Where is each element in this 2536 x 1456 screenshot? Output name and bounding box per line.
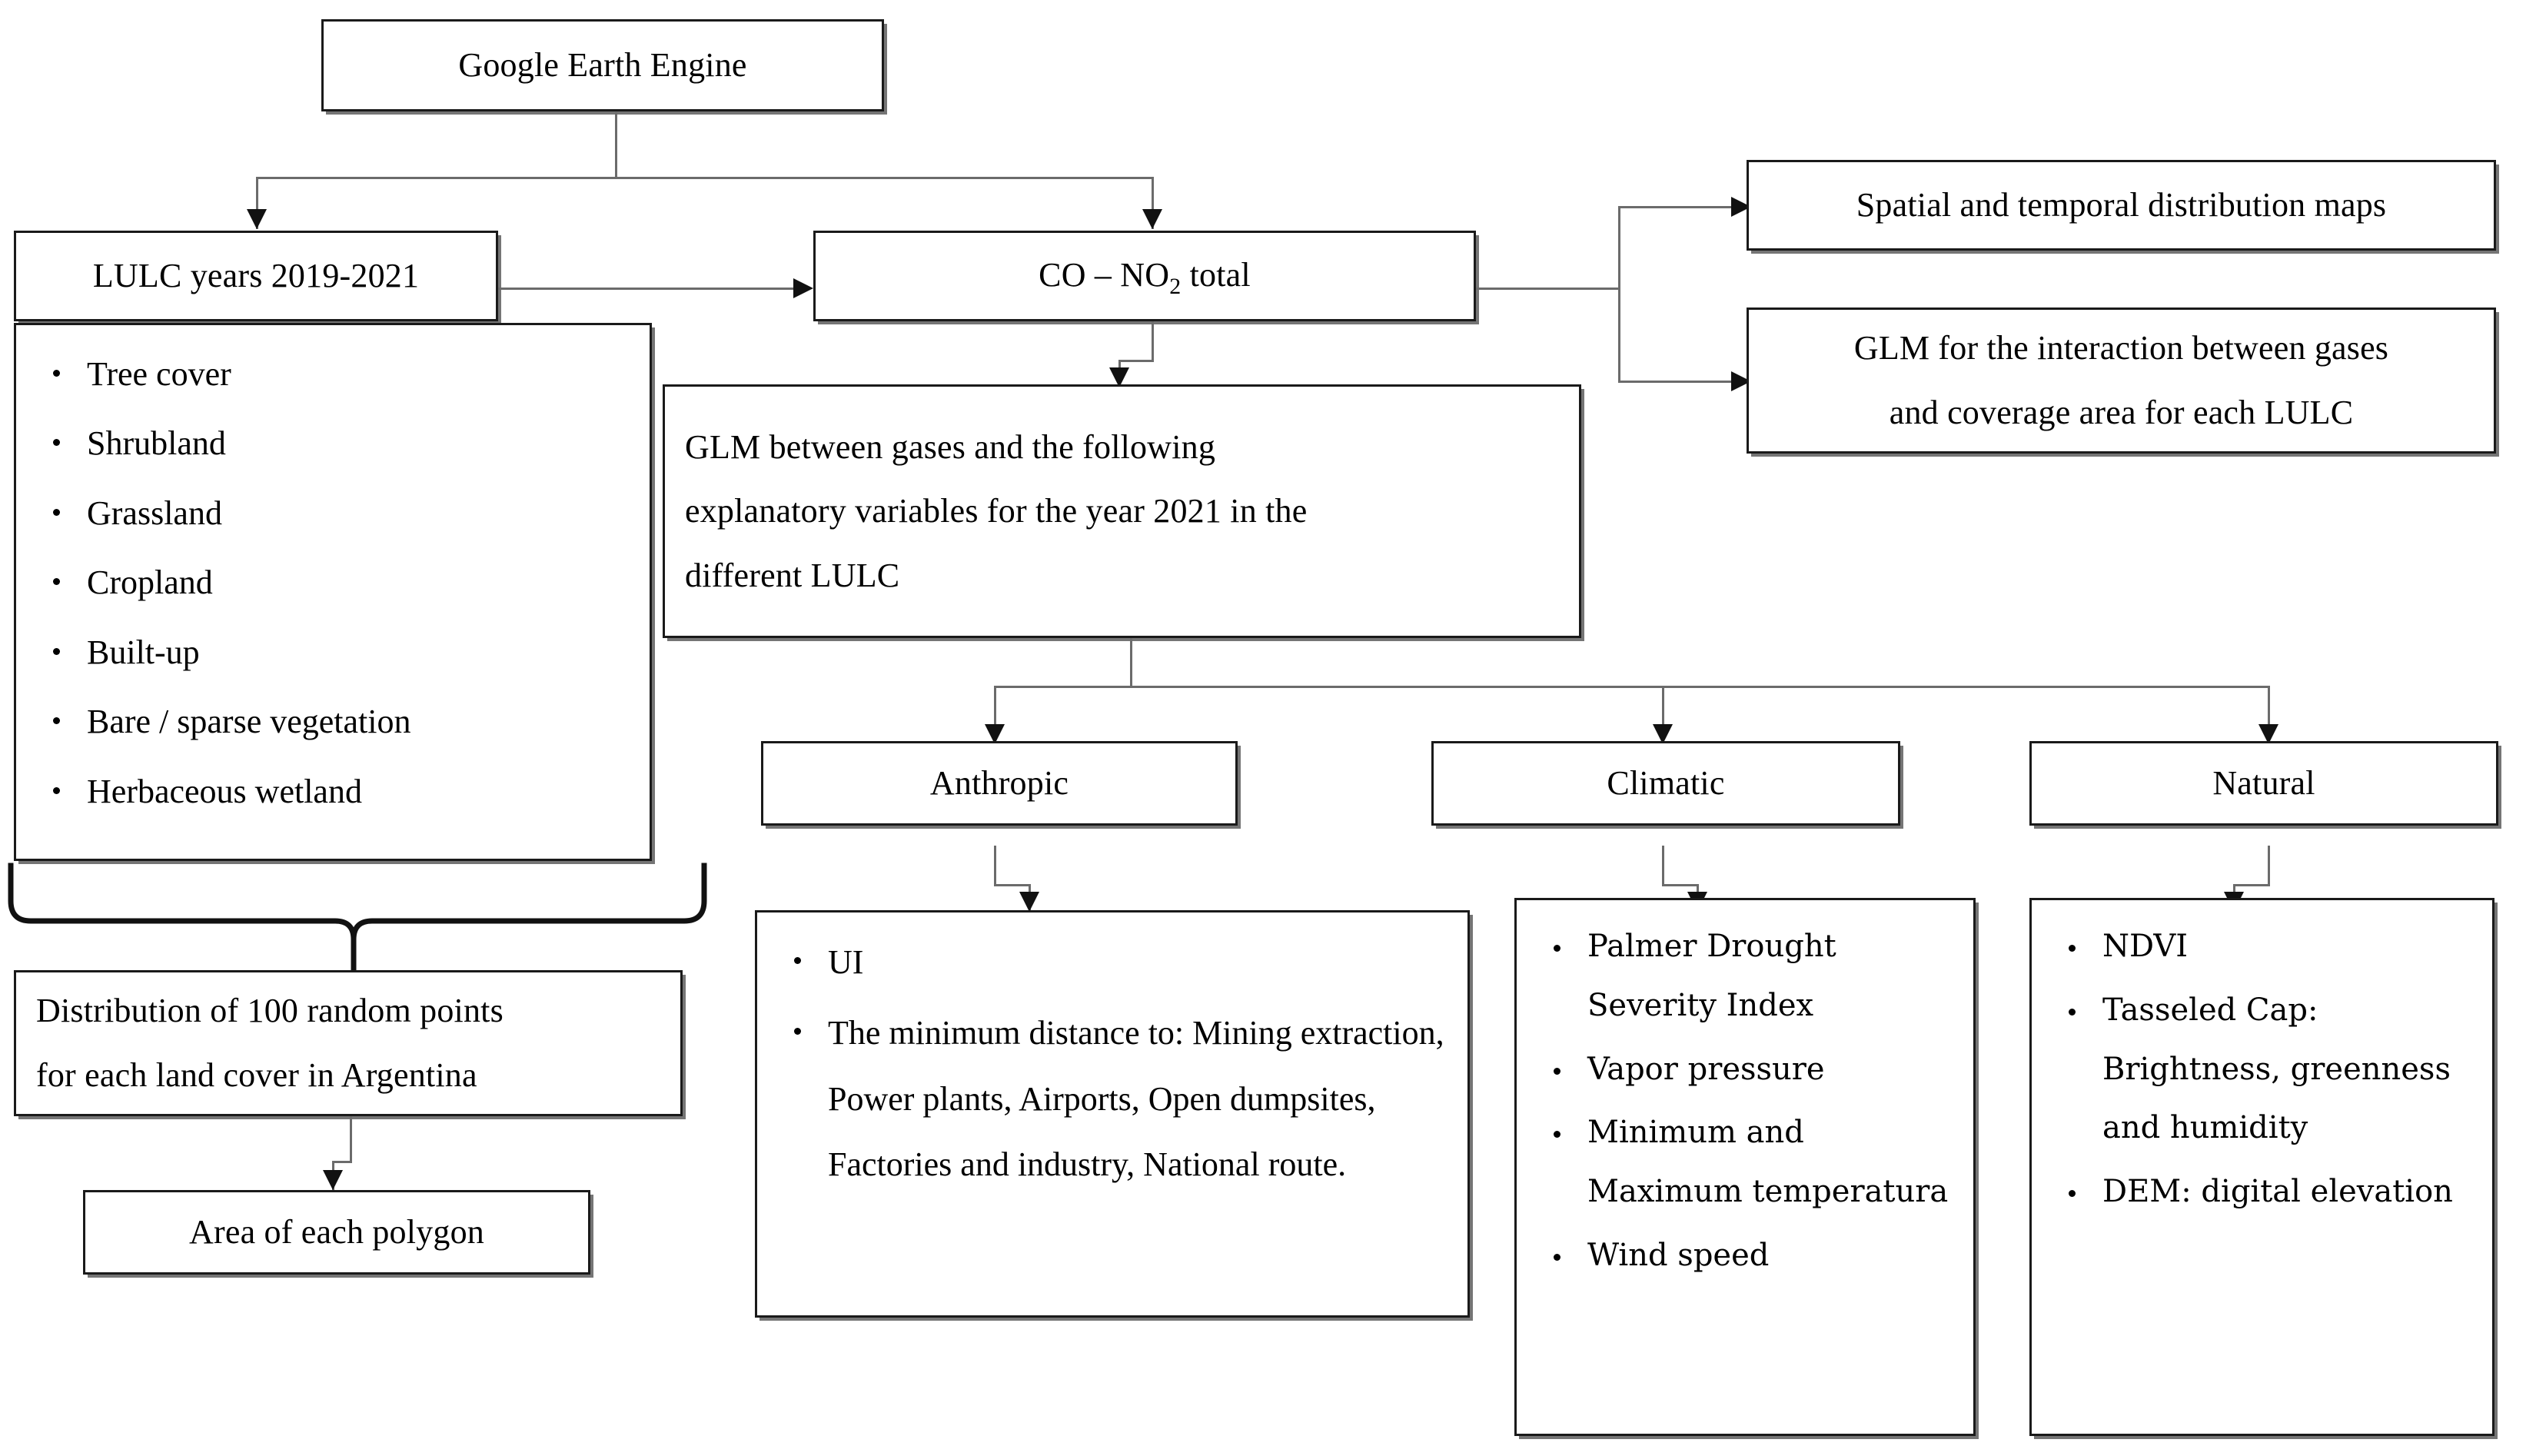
list-item: NDVI (2058, 917, 2478, 976)
connector-right-bus (1618, 206, 1620, 383)
climatic-list: Palmer Drought Severity Index Vapor pres… (1543, 917, 1959, 1285)
lulc-class-list: Tree cover Shrubland Grassland Cropland … (42, 342, 636, 824)
node-label: Anthropic (929, 764, 1069, 803)
list-anthropic-variables: UI The minimum distance to: Mining extra… (755, 910, 1470, 1318)
connector-glmvars-stem (1130, 638, 1132, 687)
list-item: Herbaceous wetland (42, 760, 636, 824)
node-area-each-polygon[interactable]: Area of each polygon (83, 1190, 590, 1275)
connector-dist-down-1 (350, 1115, 352, 1162)
arrowhead-to-climatic (1653, 724, 1673, 744)
list-lulc-classes: Tree cover Shrubland Grassland Cropland … (14, 323, 652, 861)
node-anthropic[interactable]: Anthropic (761, 741, 1238, 826)
arrowhead-gee-to-lulc (247, 209, 267, 229)
connector-dist-step (332, 1161, 352, 1163)
node-label: GLM between gases and the following expl… (685, 427, 1308, 594)
connector-three-way-bus (994, 686, 2269, 688)
node-natural[interactable]: Natural (2029, 741, 2498, 826)
node-co-no2-total[interactable]: CO – NO2 total (813, 231, 1476, 321)
connector-to-anthropic (994, 686, 996, 741)
connector-anthropic-step (994, 884, 1031, 886)
list-item: Tasseled Cap: Brightness, greenness and … (2058, 981, 2478, 1158)
node-label: GLM for the interaction between gases an… (1853, 329, 2389, 431)
connector-gases-right (1476, 288, 1620, 290)
connector-to-climatic (1662, 686, 1664, 741)
list-item: Grassland (42, 481, 636, 546)
node-label: Spatial and temporal distribution maps (1856, 186, 2387, 224)
node-label: Area of each polygon (189, 1213, 484, 1252)
connector-to-glm-interaction (1618, 381, 1737, 383)
connector-to-spatial-maps (1618, 206, 1737, 208)
connector-natural-down-1 (2268, 846, 2270, 886)
node-distribution-random-points[interactable]: Distribution of 100 random points for ea… (14, 970, 683, 1116)
node-lulc-years[interactable]: LULC years 2019-2021 (14, 231, 498, 321)
connector-gee-to-lulc (256, 177, 258, 229)
node-glm-explanatory-variables[interactable]: GLM between gases and the following expl… (663, 384, 1581, 638)
list-item: Minimum and Maximum temperatura (1543, 1103, 1959, 1222)
connector-gee-to-gases (1152, 177, 1154, 229)
connector-gee-stem (615, 112, 617, 178)
node-glm-interaction[interactable]: GLM for the interaction between gases an… (1747, 307, 2496, 454)
list-item: Shrubland (42, 411, 636, 476)
node-spatial-temporal-maps[interactable]: Spatial and temporal distribution maps (1747, 160, 2496, 251)
list-item: Palmer Drought Severity Index (1543, 917, 1959, 1035)
node-label: Natural (2212, 764, 2315, 803)
connector-to-natural (2268, 686, 2270, 741)
connector-lulc-to-gases (498, 288, 799, 290)
list-item: Built-up (42, 620, 636, 685)
connector-climatic-step (1662, 884, 1699, 886)
arrowhead-dist-to-area (323, 1170, 343, 1190)
node-climatic[interactable]: Climatic (1431, 741, 1900, 826)
node-label: LULC years 2019-2021 (92, 257, 420, 295)
arrowhead-to-anthropic (985, 724, 1005, 744)
node-google-earth-engine[interactable]: Google Earth Engine (321, 19, 884, 111)
arrowhead-to-natural (2258, 724, 2278, 744)
arrowhead-gee-to-gases (1142, 209, 1162, 229)
list-item: Wind speed (1543, 1226, 1959, 1285)
list-climatic-variables: Palmer Drought Severity Index Vapor pres… (1514, 898, 1976, 1436)
arrowhead-anthropic-list (1019, 892, 1039, 912)
node-label: CO – NO2 total (1039, 256, 1251, 299)
node-label: Distribution of 100 random points for ea… (36, 992, 504, 1094)
list-natural-variables: NDVI Tasseled Cap: Brightness, greenness… (2029, 898, 2494, 1436)
list-item: Tree cover (42, 342, 636, 407)
node-label: Google Earth Engine (458, 46, 747, 85)
connector-gases-step (1118, 360, 1154, 362)
arrowhead-lulc-to-gases (793, 278, 813, 298)
list-item: The minimum distance to: Mining extracti… (783, 1000, 1454, 1198)
connector-gee-bus (256, 177, 1154, 179)
connector-natural-step (2233, 884, 2270, 886)
list-item: Vapor pressure (1543, 1040, 1959, 1099)
list-item: Cropland (42, 550, 636, 615)
connector-anthropic-down-1 (994, 846, 996, 886)
connector-climatic-down-1 (1662, 846, 1664, 886)
arrowhead-gases-to-glmvars (1109, 367, 1129, 387)
list-item: DEM: digital elevation (2058, 1162, 2478, 1222)
list-item: Bare / sparse vegetation (42, 690, 636, 754)
anthropic-list: UI The minimum distance to: Mining extra… (783, 929, 1454, 1198)
node-label: Climatic (1607, 764, 1725, 803)
connector-gases-down-1 (1152, 321, 1154, 361)
list-item: UI (783, 929, 1454, 996)
natural-list: NDVI Tasseled Cap: Brightness, greenness… (2058, 917, 2478, 1222)
